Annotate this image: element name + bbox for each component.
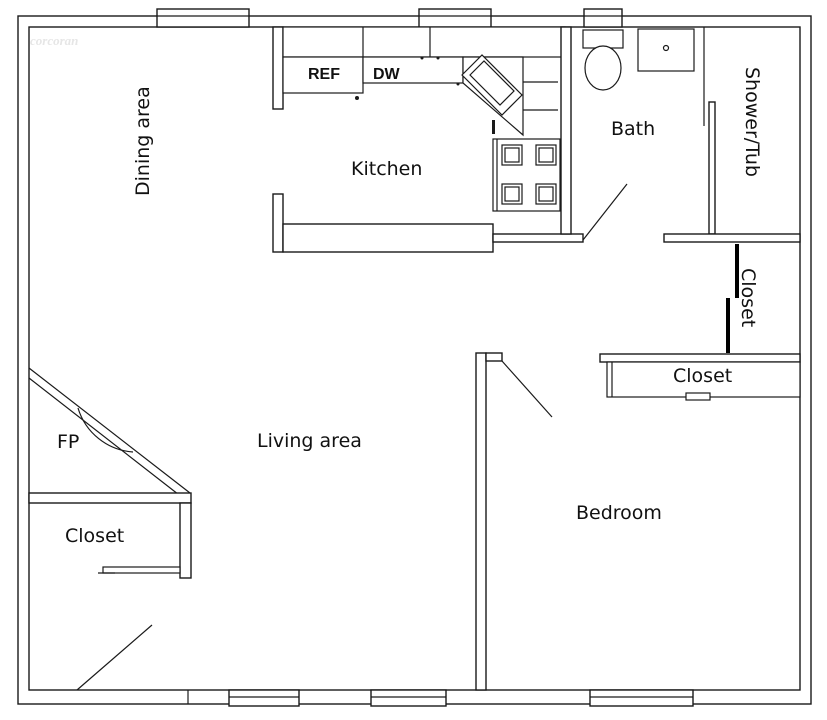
window-bottom-2 bbox=[370, 689, 447, 707]
label-bedroom-closet: Closet bbox=[673, 365, 732, 387]
windows bbox=[156, 8, 694, 707]
label-dining-area: Dining area bbox=[132, 86, 154, 196]
corner-sink bbox=[461, 54, 523, 116]
kitchen-area bbox=[272, 26, 584, 253]
window-bottom-1 bbox=[228, 689, 300, 707]
window-top-1 bbox=[156, 8, 250, 28]
label-living-area: Living area bbox=[257, 430, 362, 452]
bedroom-area bbox=[475, 352, 801, 691]
bath-wall-bottom bbox=[663, 233, 801, 243]
label-fp: FP bbox=[57, 431, 79, 453]
corcoran-watermark: corcoran bbox=[30, 33, 78, 48]
window-top-2 bbox=[418, 8, 492, 28]
living-fixtures bbox=[28, 367, 192, 691]
label-ref: REF bbox=[308, 66, 340, 83]
kitchen-peninsula bbox=[282, 223, 494, 253]
bedroom-wall-left bbox=[475, 352, 487, 691]
fireplace-hearth bbox=[77, 407, 134, 453]
label-bedroom: Bedroom bbox=[576, 502, 662, 524]
living-closet-door bbox=[102, 566, 181, 574]
toilet-tank bbox=[582, 29, 624, 49]
living-closet-top bbox=[28, 492, 192, 504]
bedroom-closet-top bbox=[599, 353, 801, 363]
dishwasher bbox=[362, 56, 464, 84]
bath-wall-left bbox=[560, 26, 572, 235]
living-closet-side bbox=[179, 502, 192, 579]
entry-door-swing bbox=[76, 624, 153, 691]
bedroom-closet bbox=[606, 361, 801, 398]
room-labels: Dining area Kitchen REF DW Bath Shower/T… bbox=[57, 66, 763, 547]
window-top-3 bbox=[583, 8, 623, 28]
window-bottom-3 bbox=[589, 689, 694, 707]
bedroom-door-swing bbox=[501, 360, 553, 418]
refrigerator bbox=[282, 56, 364, 94]
label-dw: DW bbox=[373, 66, 401, 83]
kitchen-upper-counter bbox=[282, 26, 566, 58]
shower-wall bbox=[708, 101, 716, 235]
bath-door-swing bbox=[582, 183, 628, 241]
kitchen-bath-wall bbox=[492, 233, 584, 243]
label-hall-closet: Closet bbox=[737, 268, 759, 327]
label-living-closet: Closet bbox=[65, 525, 124, 547]
label-bath: Bath bbox=[611, 118, 655, 140]
label-shower-tub: Shower/Tub bbox=[741, 67, 763, 177]
kitchen-wall-left bbox=[272, 26, 284, 110]
bath-area bbox=[560, 26, 801, 243]
kitchen-partition-left bbox=[272, 193, 284, 253]
hall-closet bbox=[726, 244, 739, 353]
fireplace-wall-2 bbox=[28, 377, 184, 499]
label-kitchen: Kitchen bbox=[351, 158, 422, 180]
toilet-bowl bbox=[584, 45, 622, 91]
fireplace-wall-1 bbox=[28, 367, 191, 494]
